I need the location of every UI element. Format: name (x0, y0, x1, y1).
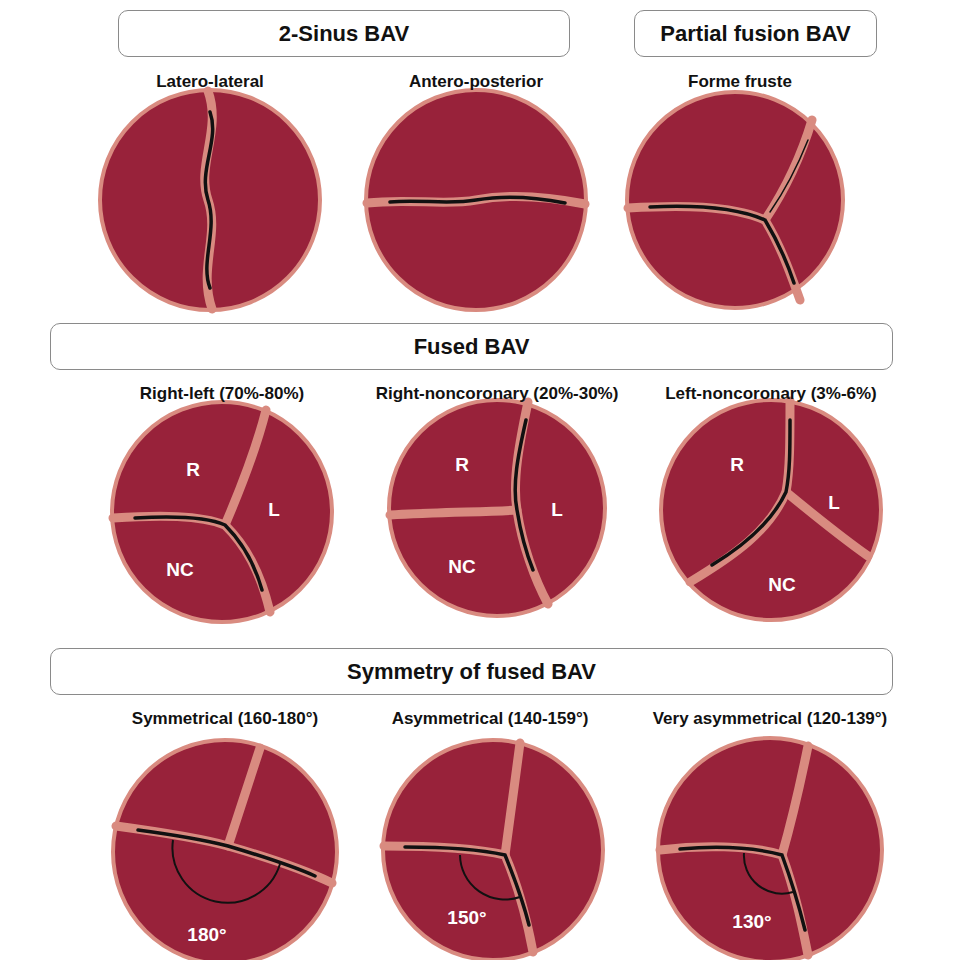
cusp-label: NC (448, 556, 475, 578)
cusp-label: L (828, 492, 840, 514)
cusp-label: R (186, 459, 200, 481)
valve-panel: Asymmetrical (140-159°) 150° (340, 709, 640, 960)
header-text: Partial fusion BAV (660, 21, 850, 47)
angle-label: 180° (187, 924, 226, 946)
header-text: 2-Sinus BAV (279, 21, 409, 47)
section-header: 2-Sinus BAV (118, 10, 570, 57)
section-header: Partial fusion BAV (634, 10, 877, 57)
valve-panel: Forme fruste (590, 72, 890, 308)
valve-type-label: Right-noncoronary (20%-30%) (347, 384, 647, 404)
valve-type-label: Forme fruste (590, 72, 890, 92)
cusp-label: NC (166, 559, 193, 581)
cusp-label: NC (768, 574, 795, 596)
angle-label: 130° (732, 911, 771, 933)
cusp-label: L (268, 499, 280, 521)
valve-panel: Latero-lateral (60, 72, 360, 310)
section-header: Fused BAV (50, 323, 893, 370)
valve-type-label: Antero-posterior (326, 72, 626, 92)
valve-panel: Very asymmetrical (120-139°) 130° (620, 709, 920, 960)
valve-panel: Right-left (70%-80%) R L NC (72, 384, 372, 622)
valve-type-label: Symmetrical (160-180°) (75, 709, 375, 729)
cusp-label: L (551, 499, 563, 521)
valve-type-label: Asymmetrical (140-159°) (340, 709, 640, 729)
valve-type-label: Very asymmetrical (120-139°) (620, 709, 920, 729)
cusp-label: R (730, 454, 744, 476)
valve-type-label: Latero-lateral (60, 72, 360, 92)
valve-type-label: Left-noncoronary (3%-6%) (621, 384, 921, 404)
section-header: Symmetry of fused BAV (50, 648, 893, 695)
valve-type-label: Right-left (70%-80%) (72, 384, 372, 404)
header-text: Fused BAV (414, 334, 530, 360)
angle-label: 150° (447, 907, 486, 929)
valve-panel: Symmetrical (160-180°) 180° (75, 709, 375, 960)
valve-panel: Left-noncoronary (3%-6%) R L NC (621, 384, 921, 620)
header-text: Symmetry of fused BAV (347, 659, 596, 685)
valve-panel: Antero-posterior (326, 72, 626, 310)
valve-panel: Right-noncoronary (20%-30%) R L NC (347, 384, 647, 616)
cusp-label: R (455, 454, 469, 476)
